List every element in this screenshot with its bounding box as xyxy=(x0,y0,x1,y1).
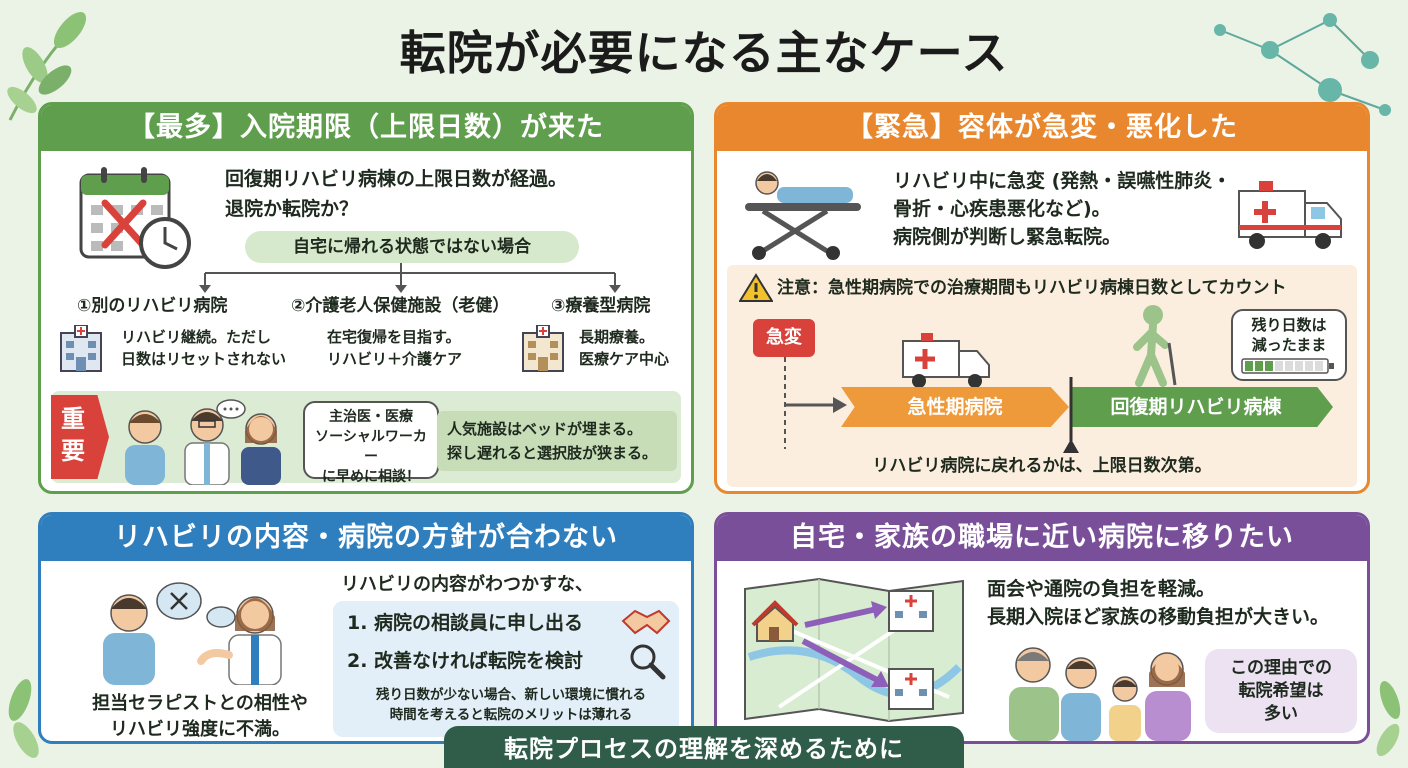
ambulance-icon xyxy=(1238,181,1342,249)
consult-line1: 主治医・医療 xyxy=(329,409,413,425)
mismatch-caption-line2: リハビリ強度に不満。 xyxy=(110,719,290,740)
card-emergency-header: 【緊急】容体が急変・悪化した xyxy=(717,105,1367,151)
limit-intro-line2: 退院か転院か？ xyxy=(225,198,359,220)
card-mismatch-header: リハビリの内容・病院の方針が合わない xyxy=(41,515,691,561)
option-1-line2: 日数はリセットされない xyxy=(121,350,287,368)
card-mismatch: リハビリの内容・病院の方針が合わない 担当セラピストとの相性や リハビリ強度に不… xyxy=(38,512,694,744)
divider-marker xyxy=(1063,377,1079,453)
card-nearby-header: 自宅・家族の職場に近い病院に移りたい xyxy=(717,515,1367,561)
walking-person-icon xyxy=(1133,305,1177,387)
magnifier-icon xyxy=(630,644,666,680)
emergency-line3: 病院側が判断し緊急転院。 xyxy=(893,226,1122,248)
mismatch-intro: リハビリの内容がわつかすな、 xyxy=(341,574,593,595)
limit-note-line2: 探し遅れると選択肢が狭まる。 xyxy=(447,444,658,462)
option-1-line1: リハビリ継続。ただし xyxy=(121,328,272,346)
option-2-title: ②介護老人保健施設（老健） xyxy=(291,296,510,316)
footer-tab[interactable]: 転院プロセスの理解を深めるために xyxy=(444,726,964,768)
page-title: 転院が必要になる主なケース xyxy=(399,26,1009,80)
option-3-title: ③療養型病院 xyxy=(551,296,651,316)
consult-line2: ソーシャルワーカー xyxy=(315,429,427,465)
branch-arrows xyxy=(199,263,621,293)
emergency-footer-note: リハビリ病院に戻れるかは、上限日数次第。 xyxy=(872,456,1212,476)
consult-line3: に早めに相談！ xyxy=(322,469,420,485)
recovery-ward-stage xyxy=(1071,387,1333,427)
remaining-days-bubble: 残り日数は 減ったまま xyxy=(1231,309,1347,381)
option-2-line1: 在宅復帰を目指す。 xyxy=(327,328,461,346)
map-route-icon xyxy=(744,577,964,723)
mismatch-step1: 1. 病院の相談員に申し出る xyxy=(347,612,584,634)
limit-condition-pill: 自宅に帰れる状態ではない場合 xyxy=(245,231,579,263)
mismatch-caption-line1: 担当セラピストとの相性や xyxy=(92,693,308,714)
ambulance-small-icon xyxy=(902,333,990,388)
hospital-icon xyxy=(60,325,102,372)
important-badge xyxy=(51,395,109,479)
limit-note-line1: 人気施設はベッドが埋まる。 xyxy=(447,420,643,438)
option-3-line2: 医療ケア中心 xyxy=(579,350,670,368)
nearby-bubble-line3: 多い xyxy=(1264,704,1298,724)
family-icon xyxy=(1009,647,1191,741)
card-limit-header: 【最多】入院期限（上限日数）が来た xyxy=(41,105,691,151)
emergency-line2: 骨折・心疾患悪化など)。 xyxy=(893,198,1111,220)
mismatch-note-line1: 残り日数が少ない場合、新しい環境に慣れる xyxy=(376,687,646,703)
card-emergency: 【緊急】容体が急変・悪化した リハビリ中に急変 (発熱・誤嚥性肺炎・ 骨折・心疾… xyxy=(714,102,1370,494)
nearby-line2: 長期入院ほど家族の移動負担が大きい。 xyxy=(987,606,1330,628)
people-consult-icon xyxy=(125,399,281,485)
sudden-change-label: 急変 xyxy=(766,327,802,348)
warning-icon xyxy=(739,273,773,302)
network-decoration-right xyxy=(1214,13,1391,116)
battery-gauge xyxy=(1241,358,1334,374)
therapist-mismatch-icon xyxy=(103,582,282,685)
sudden-change-tag xyxy=(753,319,815,357)
emergency-warning: 注意：急性期病院での治療期間もリハビリ病棟日数としてカウント xyxy=(777,278,1287,298)
acute-hospital-stage xyxy=(841,387,1069,427)
nearby-bubble-line2: 転院希望は xyxy=(1238,681,1324,701)
leaf-decoration-bottom-right xyxy=(1376,681,1401,757)
nearby-bubble-line1: この理由での xyxy=(1230,658,1332,678)
remain-line1: 残り日数は xyxy=(1251,316,1327,334)
option-3-line1: 長期療養。 xyxy=(579,328,655,346)
calendar-clock-icon xyxy=(79,167,191,269)
handshake-icon xyxy=(621,609,671,635)
consult-bubble: 主治医・医療 ソーシャルワーカー に早めに相談！ xyxy=(303,401,439,485)
card-limit: 【最多】入院期限（上限日数）が来た 回復期リハビリ病棟の上限日数が経過。 退院か… xyxy=(38,102,694,494)
nearby-bubble: この理由での 転院希望は 多い xyxy=(1205,649,1357,733)
mismatch-note-line2: 時間を考えると転院のメリットは薄れる xyxy=(389,707,633,723)
limit-note-box: 人気施設はベッドが埋まる。 探し遅れると選択肢が狭まる。 xyxy=(437,411,677,471)
card-nearby: 自宅・家族の職場に近い病院に移りたい 面会や通院の負担を軽減。 長期入院ほど家族… xyxy=(714,512,1370,744)
mismatch-step2: 2. 改善なければ転院を検討 xyxy=(347,650,584,672)
stretcher-icon xyxy=(745,171,861,260)
important-label: 重要 xyxy=(61,405,85,465)
limit-intro-line1: 回復期リハビリ病棟の上限日数が経過。 xyxy=(225,168,568,190)
recovery-ward-label: 回復期リハビリ病棟 xyxy=(1110,396,1282,418)
acute-hospital-label: 急性期病院 xyxy=(907,396,1003,418)
nearby-line1: 面会や通院の負担を軽減。 xyxy=(987,578,1216,600)
option-1-title: ①別のリハビリ病院 xyxy=(77,296,228,316)
leaf-decoration-bottom-left xyxy=(8,679,39,758)
option-2-line2: リハビリ＋介護ケア xyxy=(327,350,463,368)
mismatch-steps-panel xyxy=(333,601,679,737)
timeline-arrow xyxy=(784,357,847,449)
emergency-line1: リハビリ中に急変 (発熱・誤嚥性肺炎・ xyxy=(893,170,1232,192)
remain-line2: 減ったまま xyxy=(1251,336,1327,354)
hospital-icon-2 xyxy=(522,325,564,372)
leaf-decoration-left xyxy=(7,11,87,121)
